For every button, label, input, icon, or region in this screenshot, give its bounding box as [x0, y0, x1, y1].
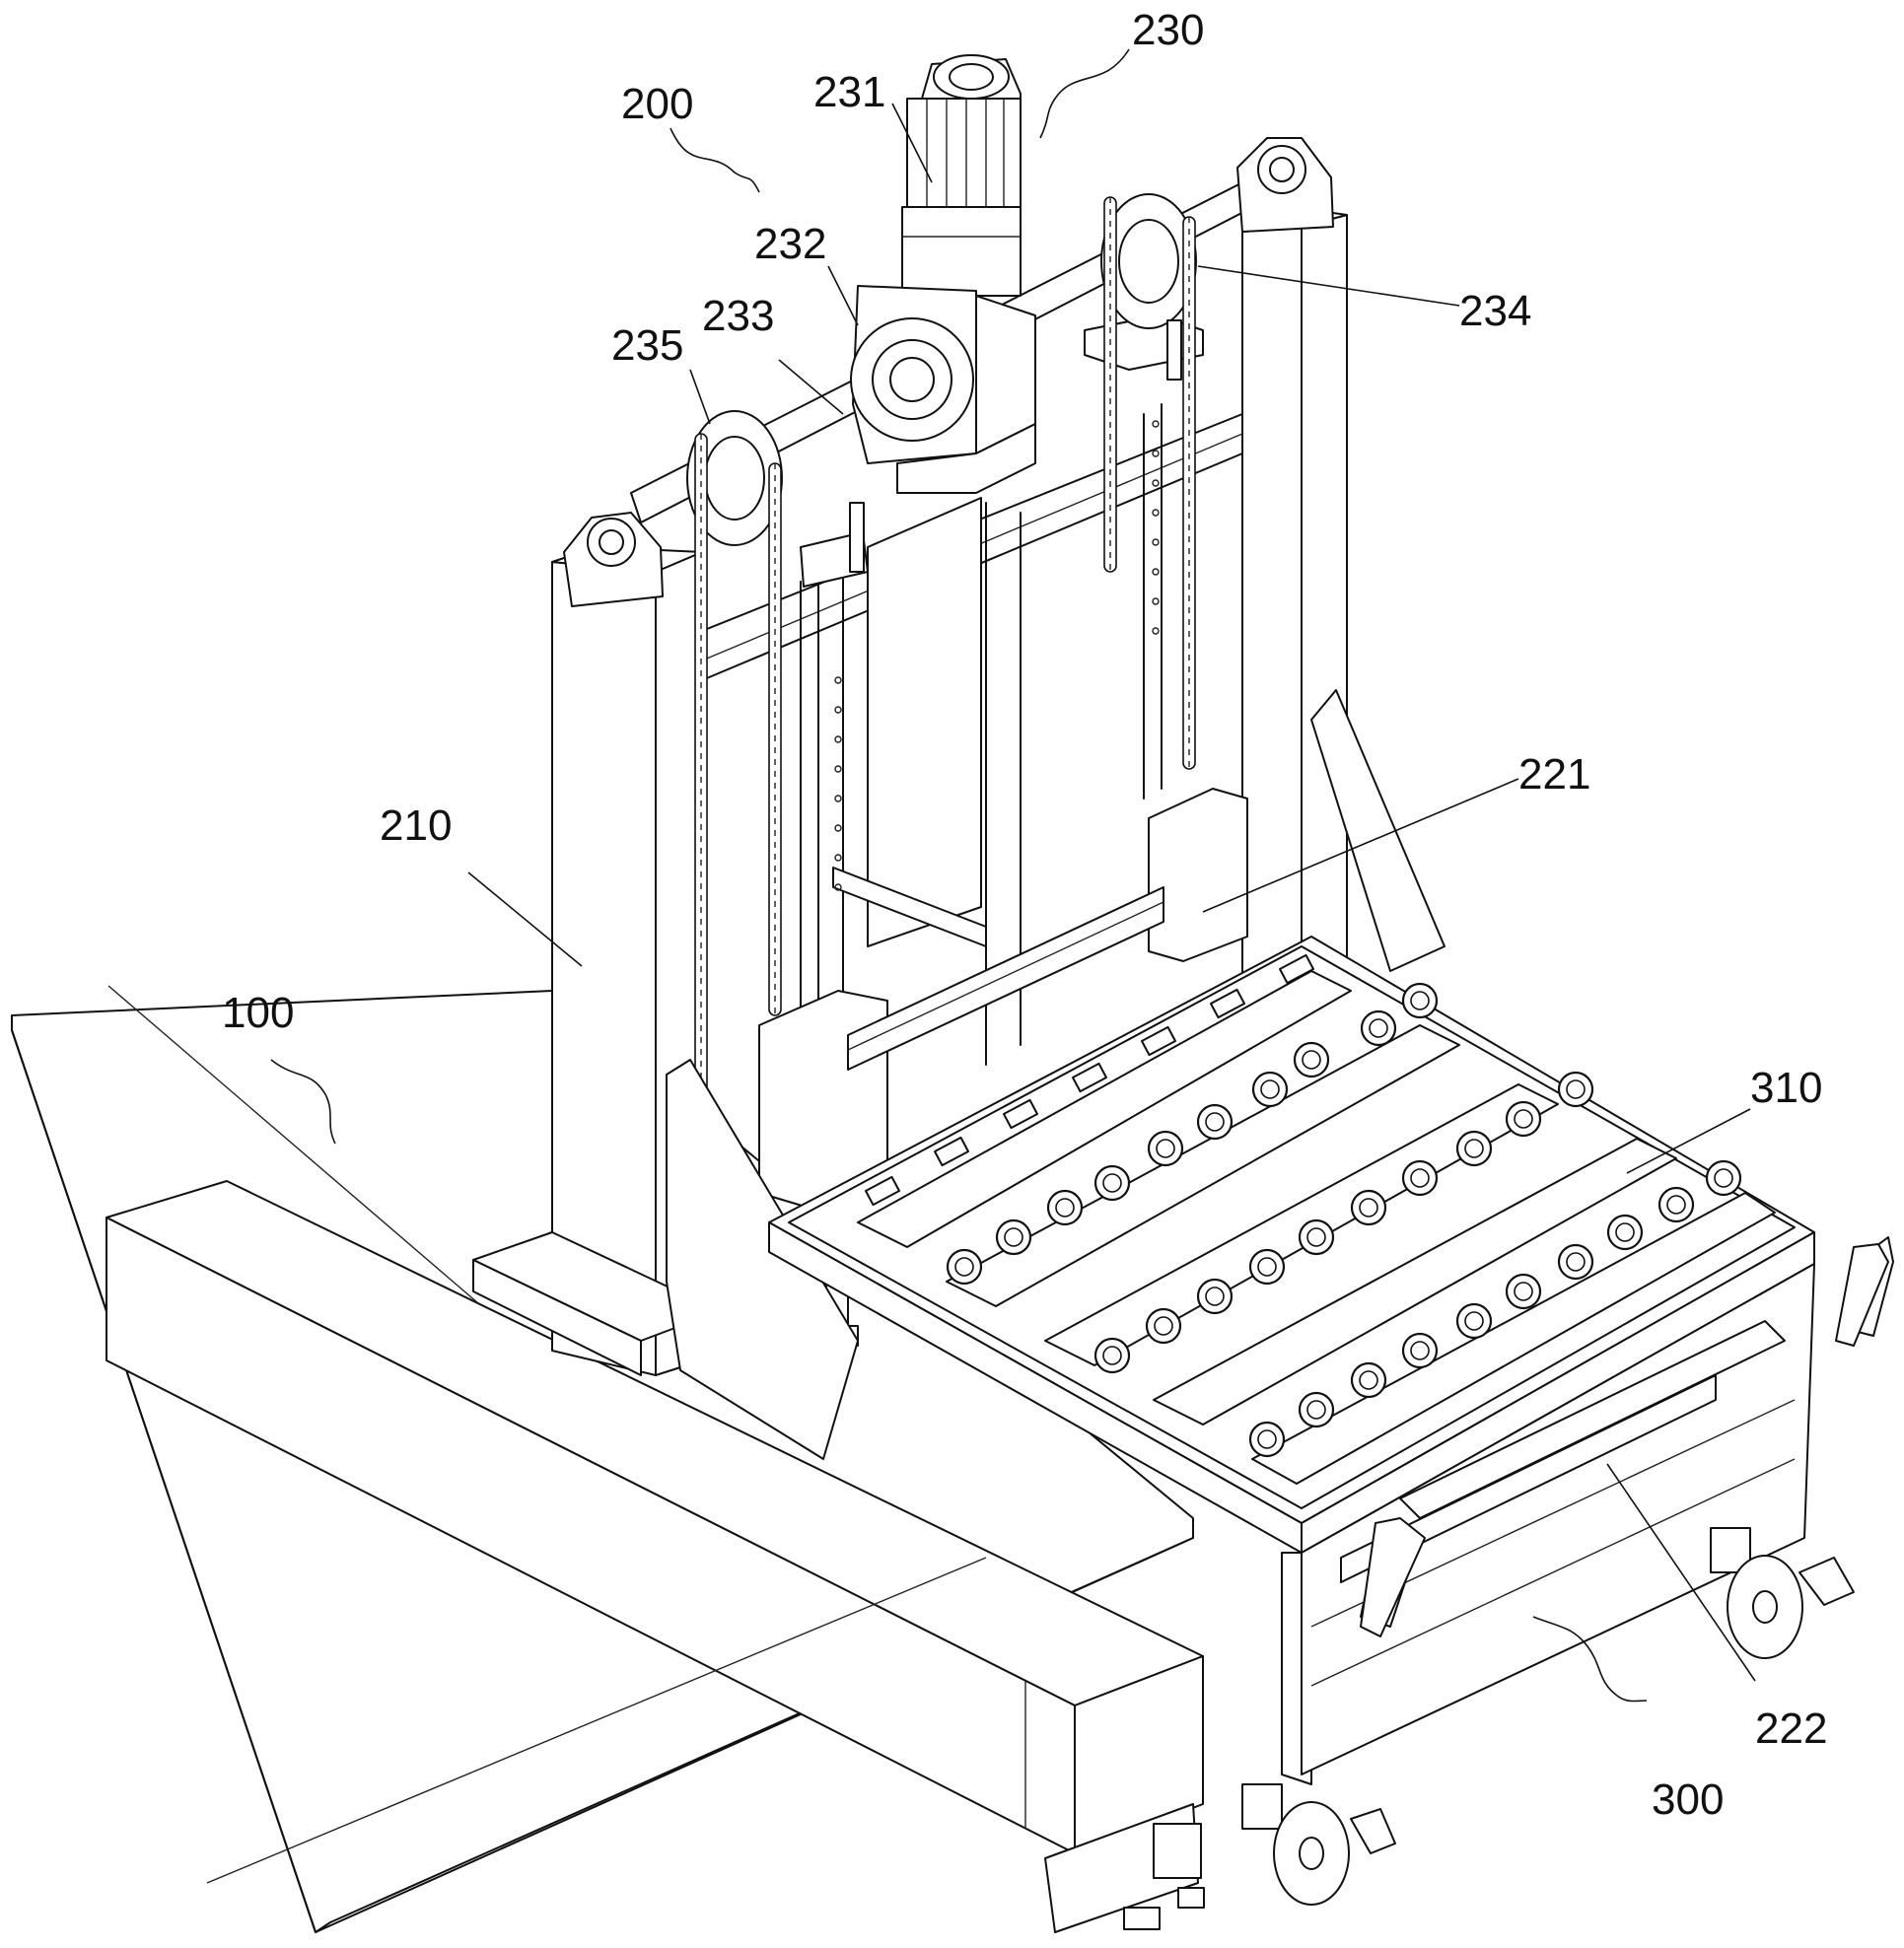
roller — [1300, 1220, 1333, 1254]
roller — [1149, 1132, 1182, 1165]
leader-200 — [670, 128, 759, 192]
leader-230 — [1040, 49, 1129, 138]
roller — [1300, 1393, 1333, 1426]
roller — [1457, 1304, 1491, 1338]
label-300: 300 — [1652, 1775, 1724, 1824]
roller — [1048, 1191, 1082, 1224]
roller — [948, 1250, 981, 1284]
leader-232 — [828, 266, 858, 325]
roller — [1608, 1216, 1642, 1249]
roller — [1250, 1423, 1284, 1456]
label-310: 310 — [1750, 1064, 1822, 1112]
label-200: 200 — [621, 80, 693, 128]
label-230: 230 — [1132, 6, 1204, 54]
roller — [1250, 1250, 1284, 1284]
caster-front — [1242, 1784, 1395, 1905]
roller — [1403, 1161, 1437, 1195]
roller — [1198, 1280, 1232, 1313]
label-233: 233 — [702, 292, 774, 340]
gearbox-232 — [851, 286, 1035, 493]
roller — [1507, 1275, 1540, 1308]
roller — [1559, 1073, 1592, 1106]
label-222: 222 — [1755, 1704, 1827, 1753]
roller — [1095, 1166, 1129, 1200]
roller — [1507, 1102, 1540, 1136]
roller — [1352, 1363, 1385, 1397]
roller — [997, 1220, 1030, 1254]
roller — [1198, 1105, 1232, 1139]
roller — [1295, 1043, 1328, 1077]
label-234: 234 — [1459, 287, 1531, 335]
roller — [1403, 984, 1437, 1017]
label-210: 210 — [380, 801, 452, 850]
roller — [1362, 1011, 1395, 1045]
roller — [1147, 1309, 1180, 1343]
roller — [1352, 1191, 1385, 1224]
motor-231 — [902, 55, 1021, 296]
rail-holes-left — [835, 677, 841, 890]
label-232: 232 — [754, 220, 826, 268]
roller — [1095, 1339, 1129, 1372]
leader-235 — [690, 370, 710, 424]
roller — [1253, 1073, 1287, 1106]
roller — [1707, 1161, 1740, 1195]
label-231: 231 — [813, 68, 885, 116]
roller — [1559, 1245, 1592, 1279]
roller — [1457, 1132, 1491, 1165]
roller — [1403, 1334, 1437, 1367]
roller — [1659, 1188, 1693, 1221]
label-100: 100 — [222, 989, 294, 1037]
label-235: 235 — [611, 321, 683, 370]
label-221: 221 — [1518, 750, 1590, 799]
